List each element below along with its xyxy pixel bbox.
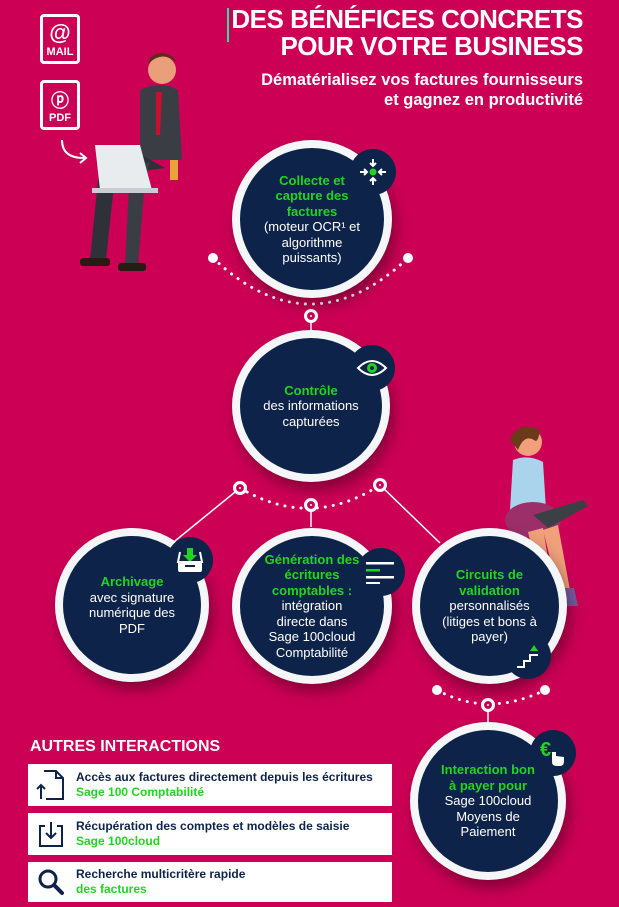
download-tray-icon — [39, 822, 63, 847]
item-highlight: des factures — [76, 882, 147, 896]
mail-document-icon: @MAIL — [40, 14, 80, 64]
connector-node — [304, 498, 318, 512]
step-interaction: Interaction bon à payer pour Sage 100clo… — [410, 722, 566, 880]
step-description: personnalisés (litiges et bons à payer) — [442, 598, 537, 645]
step-description: (moteur OCR¹ et algorithme puissants) — [263, 219, 361, 265]
item-highlight: Sage 100 Comptabilité — [76, 785, 205, 799]
other-interaction-item: Accès aux factures directement depuis le… — [28, 764, 392, 806]
step-title: Contrôle — [284, 382, 338, 398]
item-highlight: Sage 100cloud — [76, 834, 161, 848]
step-archivage: Archivage avec signature numérique des P… — [55, 528, 209, 682]
connector-node — [481, 698, 495, 712]
connector-node — [304, 309, 318, 323]
pdf-label: PDF — [49, 112, 71, 124]
other-interactions-title: AUTRES INTERACTIONS — [30, 738, 221, 755]
item-text: Recherche multicritère rapide — [76, 867, 246, 881]
page-subtitle: Dématérialisez vos factures fournisseurs… — [261, 70, 583, 110]
step-title: Génération des écritures comptables : — [264, 551, 360, 598]
title-line-1: DES BÉNÉFICES CONCRETS — [231, 4, 583, 34]
step-description: intégration directe dans Sage 100cloud C… — [268, 598, 356, 660]
svg-text:€: € — [540, 739, 551, 761]
subtitle-line-1: Dématérialisez vos factures fournisseurs — [261, 71, 583, 89]
mail-label: MAIL — [46, 46, 74, 58]
connector-node — [233, 481, 247, 495]
step-title: Interaction bon à payer pour — [441, 762, 535, 793]
lines-icon — [357, 548, 405, 596]
step-title: Collecte et capture des factures — [275, 172, 349, 219]
stairs-icon — [505, 633, 551, 679]
item-text: Accès aux factures directement depuis le… — [76, 770, 373, 784]
other-interaction-item: Récupération des comptes et modèles de s… — [28, 813, 392, 855]
man-with-laptop-illustration — [80, 53, 182, 271]
search-icon — [38, 869, 64, 895]
step-description: Sage 100cloud Moyens de Paiement — [444, 793, 532, 840]
step-description: des informations capturées — [263, 398, 359, 429]
subtitle-line-2: et gagnez en productivité — [384, 91, 583, 109]
capture-arrows-icon — [350, 149, 396, 195]
archive-tray-icon — [167, 537, 213, 583]
step-title: Archivage — [100, 574, 164, 589]
curved-arrow-icon — [61, 139, 88, 164]
item-text: Récupération des comptes et modèles de s… — [76, 819, 350, 833]
step-description: avec signature numérique des PDF — [89, 589, 175, 636]
connector-node — [373, 478, 387, 492]
document-upload-icon — [36, 770, 64, 800]
eye-icon — [349, 345, 395, 391]
title-line-2: POUR VOTRE BUSINESS — [280, 31, 583, 61]
euro-click-icon: € — [530, 730, 576, 776]
step-title: Circuits de validation — [455, 567, 524, 598]
